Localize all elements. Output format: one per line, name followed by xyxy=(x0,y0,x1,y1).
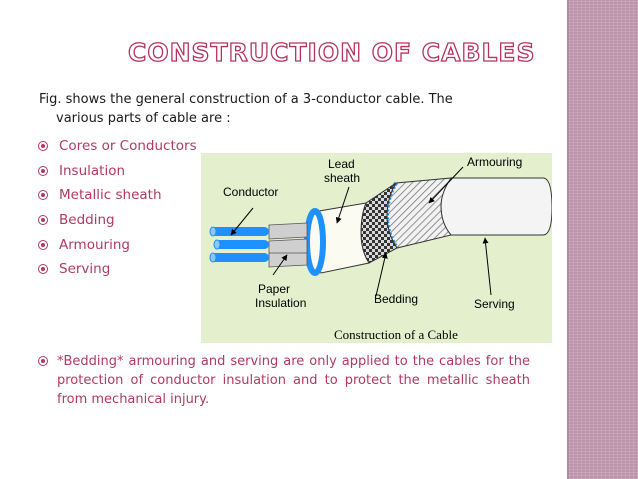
bullet-icon xyxy=(38,264,48,275)
list-item-label: Metallic sheath xyxy=(59,187,162,204)
bullet-icon xyxy=(38,356,48,366)
cable-diagram: Conductor Lead sheath Armouring Paper In… xyxy=(201,153,552,343)
intro-paragraph: Fig. shows the general construction of a… xyxy=(39,90,529,128)
conductor-cores xyxy=(209,222,308,268)
intro-line-2: various parts of cable are : xyxy=(56,111,231,126)
list-item-label: Cores or Conductors xyxy=(59,138,197,155)
list-item-label: Armouring xyxy=(59,236,130,253)
label-lead: Lead xyxy=(328,157,355,171)
list-item: Bedding xyxy=(38,208,197,233)
slide-title: CONSTRUCTION OF CABLES xyxy=(127,37,536,67)
side-decoration-band xyxy=(569,0,638,479)
label-sheath: sheath xyxy=(324,171,360,185)
list-item: Metallic sheath xyxy=(38,183,197,208)
serving-layer xyxy=(440,177,552,236)
list-item: Insulation xyxy=(38,159,197,184)
label-serving: Serving xyxy=(474,297,515,311)
list-item: Armouring xyxy=(38,232,197,257)
list-item-label: Insulation xyxy=(59,162,126,179)
list-item-label: Serving xyxy=(59,261,111,278)
armouring-layer xyxy=(386,177,452,249)
label-insulation: Insulation xyxy=(255,296,306,310)
note-text: *Bedding* armouring and serving are only… xyxy=(57,354,530,407)
parts-list: Cores or Conductors Insulation Metallic … xyxy=(38,134,197,282)
bullet-icon xyxy=(38,239,48,250)
leader-lines xyxy=(230,166,492,297)
bullet-icon xyxy=(38,165,48,176)
list-item: Cores or Conductors xyxy=(38,134,197,159)
intro-line-1: Fig. shows the general construction of a… xyxy=(39,92,453,107)
side-band-edge xyxy=(567,0,569,479)
bullet-icon xyxy=(38,190,48,201)
bullet-icon xyxy=(38,215,48,226)
label-conductor: Conductor xyxy=(223,185,278,199)
bedding-note: *Bedding* armouring and serving are only… xyxy=(38,352,530,409)
label-bedding: Bedding xyxy=(374,292,418,306)
insulation-ring xyxy=(304,208,326,276)
list-item-label: Bedding xyxy=(59,212,115,229)
bullet-icon xyxy=(38,141,48,152)
figure-caption: Construction of a Cable xyxy=(334,327,458,342)
label-paper: Paper xyxy=(258,282,290,296)
label-armouring: Armouring xyxy=(467,155,522,169)
list-item: Serving xyxy=(38,257,197,282)
